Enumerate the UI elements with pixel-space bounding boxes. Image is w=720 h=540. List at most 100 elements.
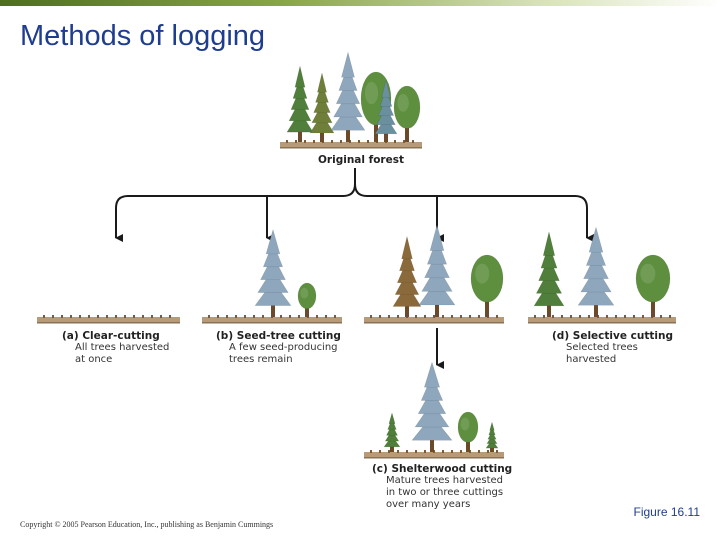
ground-clear-cutting-edge [37,322,180,324]
original-broadleaf-2-trunk [405,125,409,142]
branch-arrows [115,168,594,369]
arrow-to-selective-cutting [354,183,594,242]
selective-pine-crown [535,269,563,294]
panel-b-line-2: trees remain [229,354,293,365]
panel-a-line-1: All trees harvested [75,342,170,353]
ground-seed-tree-cutting-edge [202,322,342,324]
selective-spruce-crown [577,279,615,306]
original-pine-2-crown [311,102,333,124]
stump [79,315,81,318]
stump [415,450,417,453]
stump [388,450,390,453]
seed-tree-spruce-crown [254,280,292,306]
seed-tree-small-broadleaf-highlight [300,287,309,299]
stump [253,315,255,318]
panel-d-line-1: Selected trees [566,342,638,353]
original-spruce-1-crown [338,64,358,91]
stump [325,315,327,318]
stump [379,450,381,453]
stump [642,315,644,318]
shelterwood-pine-crown [392,283,422,307]
stump [579,315,581,318]
stump [633,315,635,318]
original-pine-1-crown [286,110,314,133]
shelterwood-spruce-trunk [435,302,439,317]
stump [133,315,135,318]
selective-broadleaf-trunk [651,298,655,317]
stump [115,315,117,318]
original-pine-1-crown [294,66,306,88]
shelterwood-broadleaf-crown [470,254,504,303]
stump [451,315,453,318]
stump [442,315,444,318]
stump [316,315,318,318]
selective-spruce-trunk [594,302,598,317]
stump [226,315,228,318]
ground-clear-cutting [37,317,180,322]
original-spruce-2-crown [377,97,395,116]
stump [460,315,462,318]
original-spruce-1-crown [335,78,361,105]
later-small-broadleaf-crown [457,411,479,443]
original-pine-2-crown [315,82,329,103]
shelterwood-spruce-crown [421,265,453,292]
selective-pine-crown [538,256,560,282]
later-spruce-crown [417,388,447,415]
shelterwood-pine-crown [401,236,413,260]
stump [298,315,300,318]
later-seedling-crown [486,434,498,444]
stump [367,140,369,143]
panel-b-caption: (b) Seed-tree cutting A few seed-produci… [216,330,341,366]
original-pine-2-crown [317,72,327,93]
stump [70,315,72,318]
selective-pine-crown [533,281,565,307]
stump [295,140,297,143]
stump [460,450,462,453]
stump [615,315,617,318]
panel-a-line-2: at once [75,354,113,365]
seed-tree-spruce-crown [265,228,281,255]
later-seedling-crown [488,425,496,436]
later-spruce-crown [423,361,441,388]
selective-spruce-crown [585,239,607,266]
later-small-pine-crown [384,429,400,442]
tree-illustrations [254,51,671,452]
shelterwood-spruce-crown [429,223,445,251]
ground-strips [37,140,676,459]
stump [403,140,405,143]
selective-broadleaf-crown [635,254,671,303]
original-spruce-1-crown [341,51,355,78]
stump [235,315,237,318]
stump [169,315,171,318]
stump [424,315,426,318]
panel-d-caption: (d) Selective cutting Selected trees har… [552,330,673,366]
ground-selective-cutting [528,317,676,322]
stump [415,315,417,318]
later-seedling-trunk [490,447,494,452]
stump [88,315,90,318]
later-spruce-crown [414,401,450,428]
original-pine-1-crown [290,87,310,110]
stump [289,315,291,318]
original-pine-2-crown [313,92,331,113]
original-spruce-2-crown [374,116,398,135]
stump [660,315,662,318]
stump [358,140,360,143]
stump [379,315,381,318]
original-pine-1-crown [288,99,312,122]
panel-d-line-2: harvested [566,354,617,365]
panel-c-caption: (c) Shelterwood cutting Mature trees har… [372,463,512,511]
later-small-pine-crown [383,435,401,448]
panel-c-heading: (c) Shelterwood cutting [372,463,513,475]
shelterwood-pine-crown [394,271,420,295]
later-small-pine-crown [388,411,396,425]
stump [142,315,144,318]
panel-b-heading: (b) Seed-tree cutting [216,330,341,342]
shelterwood-broadleaf-trunk [485,298,489,317]
seed-tree-small-broadleaf-trunk [305,306,309,317]
stump [433,315,435,318]
stump [588,315,590,318]
original-broadleaf-1-trunk [374,121,378,142]
seed-tree-spruce-crown [262,241,284,268]
